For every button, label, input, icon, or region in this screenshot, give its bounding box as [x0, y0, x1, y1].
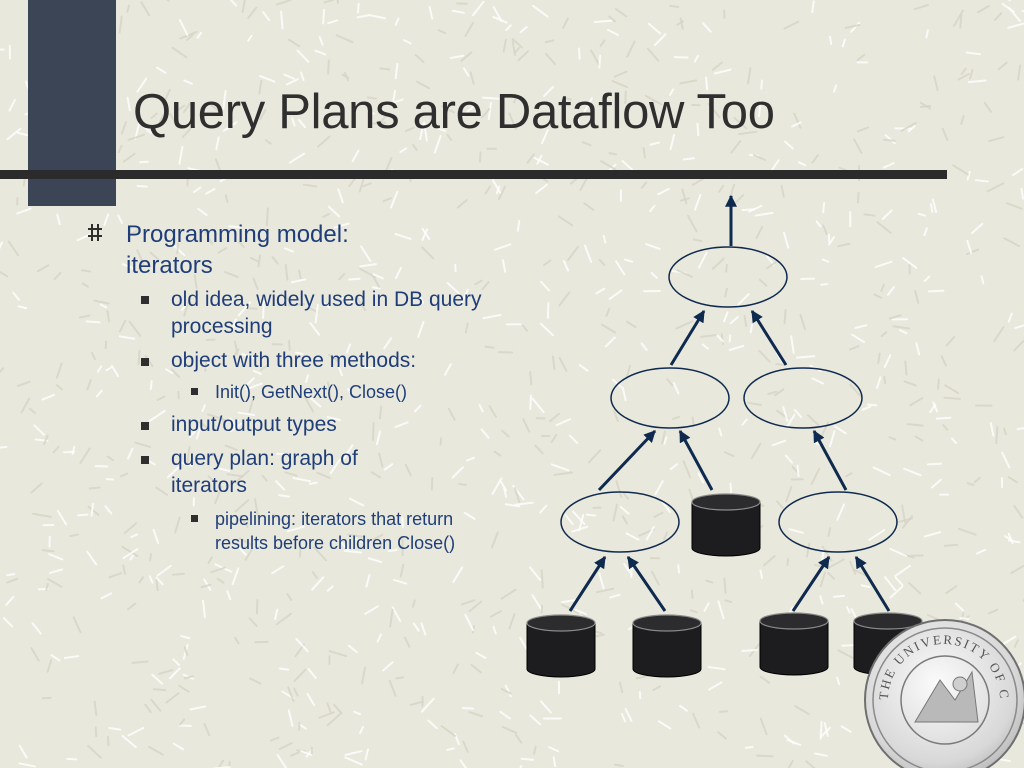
title-rule	[0, 170, 947, 179]
ellipse-operator-icon	[610, 367, 730, 429]
square-bullet-icon	[141, 456, 149, 464]
bullet-query-plan: query plan: graph of iterators	[171, 447, 358, 497]
slide-title: Query Plans are Dataflow Too	[133, 85, 775, 139]
dataflow-arrow	[791, 556, 831, 612]
ellipse-operator-icon	[668, 246, 788, 308]
dataflow-arrow	[678, 429, 714, 491]
square-bullet-icon	[141, 296, 149, 304]
bullet-programming-model: Programming model: iterators	[126, 221, 349, 279]
dataflow-arrow	[812, 429, 848, 491]
seal-text: THE UNIVERSITY OF CALIFORNIA	[0, 0, 1010, 701]
bullet-old-idea: old idea, widely used in DB query proces…	[171, 288, 482, 338]
ellipse-operator-icon	[743, 367, 863, 429]
dataflow-arrow	[854, 555, 891, 612]
hash-bullet-icon	[88, 224, 102, 241]
bullet-io-types: input/output types	[171, 413, 337, 436]
dataflow-arrow	[597, 429, 657, 492]
bullet-pipelining: pipelining: iterators that return result…	[215, 509, 456, 553]
bullet-methods-list: Init(), GetNext(), Close()	[215, 382, 408, 402]
database-cylinder-icon	[759, 612, 829, 676]
database-cylinder-icon	[632, 614, 702, 678]
ellipse-operator-icon	[778, 491, 898, 553]
square-bullet-icon	[141, 358, 149, 366]
dataflow-arrow	[669, 309, 706, 366]
svg-text:THE UNIVERSITY OF CALIFORNIA: THE UNIVERSITY OF CALIFORNIA	[0, 0, 1010, 701]
dataflow-arrow	[568, 555, 607, 612]
square-bullet-icon	[141, 422, 149, 430]
dataflow-arrow	[750, 309, 788, 366]
small-square-bullet-icon	[191, 515, 198, 522]
small-square-bullet-icon	[191, 388, 198, 395]
database-cylinder-icon	[691, 493, 761, 557]
database-cylinder-icon	[526, 614, 596, 678]
bullet-three-methods: object with three methods:	[171, 349, 417, 372]
ellipse-operator-icon	[560, 491, 680, 553]
dataflow-arrow	[626, 556, 667, 612]
